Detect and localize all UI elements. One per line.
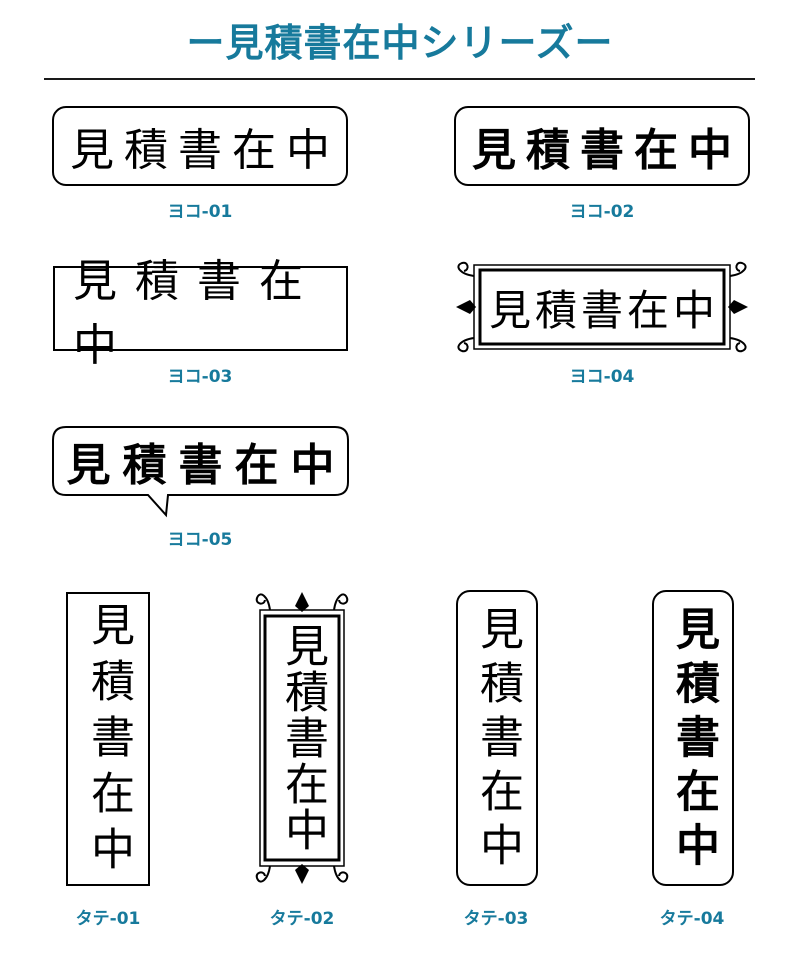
stamp-label-yoko-04: ヨコ-04 <box>569 367 635 387</box>
title-divider <box>44 78 755 80</box>
stamp-yoko-05: 見積書在中 <box>52 426 349 496</box>
stamp-label-yoko-03: ヨコ-03 <box>167 367 233 387</box>
stamp-tate-02: 見積書在中 <box>266 616 338 860</box>
ornamental-frame-yoko-04 <box>456 261 748 353</box>
stamp-label-yoko-05: ヨコ-05 <box>167 530 233 550</box>
stamp-text: 見積書在中 <box>83 602 134 882</box>
stamp-label-tate-01: タテ-01 <box>75 909 141 929</box>
stamp-tate-04: 見積書在中 <box>652 590 734 886</box>
stamp-yoko-04: 見積書在中 <box>482 272 722 342</box>
speech-bubble-frame-yoko-05 <box>52 426 349 518</box>
stamp-label-tate-04: タテ-04 <box>659 909 725 929</box>
stamp-label-tate-03: タテ-03 <box>463 909 529 929</box>
stamp-text: 見積書在中 <box>66 440 347 491</box>
page-title: ー見積書在中シリーズー <box>186 21 614 65</box>
stamp-tate-03: 見積書在中 <box>456 590 538 886</box>
stamp-label-tate-02: タテ-02 <box>269 909 335 929</box>
ornamental-frame-tate-02 <box>255 592 349 884</box>
stamp-yoko-01: 見積書在中 <box>52 106 348 186</box>
stamp-yoko-02: 見積書在中 <box>454 106 750 186</box>
stamp-text: 見積書在中 <box>488 285 719 335</box>
stamp-tate-01: 見積書在中 <box>66 592 150 886</box>
stamp-text: 見積書在中 <box>73 255 321 371</box>
stamp-text: 見積書在中 <box>70 125 340 176</box>
stamp-label-yoko-02: ヨコ-02 <box>569 202 635 222</box>
stamp-text: 見積書在中 <box>277 623 328 853</box>
stamp-yoko-03: 見積書在中 <box>53 255 348 371</box>
stamp-text: 見積書在中 <box>668 606 719 876</box>
stamp-text: 見積書在中 <box>472 606 523 876</box>
stamp-text: 見積書在中 <box>472 125 742 176</box>
stamp-label-yoko-01: ヨコ-01 <box>167 202 233 222</box>
